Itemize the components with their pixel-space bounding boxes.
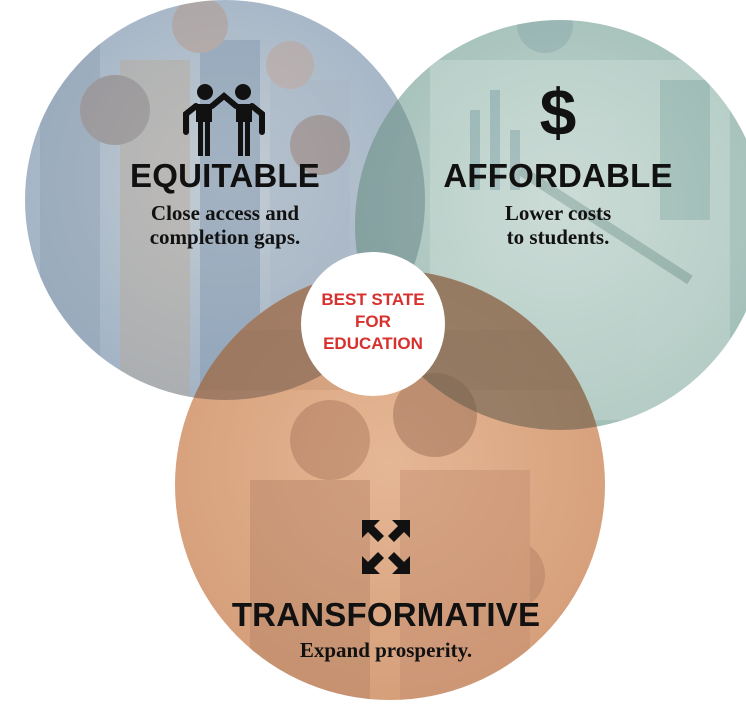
equitable-desc-line2: completion gaps. [149, 225, 301, 249]
expand-arrows-icon [362, 520, 410, 574]
overlap-equitable-transformative [175, 270, 425, 400]
equitable-description: Close access and completion gaps. [100, 201, 350, 249]
transformative-desc-line1: Expand prosperity. [299, 638, 473, 662]
people-connect-icon [183, 84, 265, 156]
equitable-title: EQUITABLE [129, 157, 321, 194]
transformative-description: Expand prosperity. [236, 638, 536, 662]
dollar-icon: $ [540, 75, 577, 149]
center-label-line2: FOR [355, 312, 391, 331]
affordable-desc-line1: Lower costs [504, 201, 612, 225]
transformative-title: TRANSFORMATIVE [231, 596, 541, 633]
center-circle [301, 252, 445, 396]
affordable-desc-line2: to students. [506, 225, 610, 249]
svg-text:$: $ [540, 75, 577, 149]
center-label: BEST STATE FOR EDUCATION [303, 289, 443, 355]
overlap-affordable-transformative [355, 270, 605, 430]
center-label-line1: BEST STATE [321, 290, 425, 309]
center-label-line3: EDUCATION [323, 334, 423, 353]
equitable-desc-line1: Close access and [150, 201, 300, 225]
affordable-title: AFFORDABLE [443, 157, 673, 194]
affordable-description: Lower costs to students. [458, 201, 658, 249]
